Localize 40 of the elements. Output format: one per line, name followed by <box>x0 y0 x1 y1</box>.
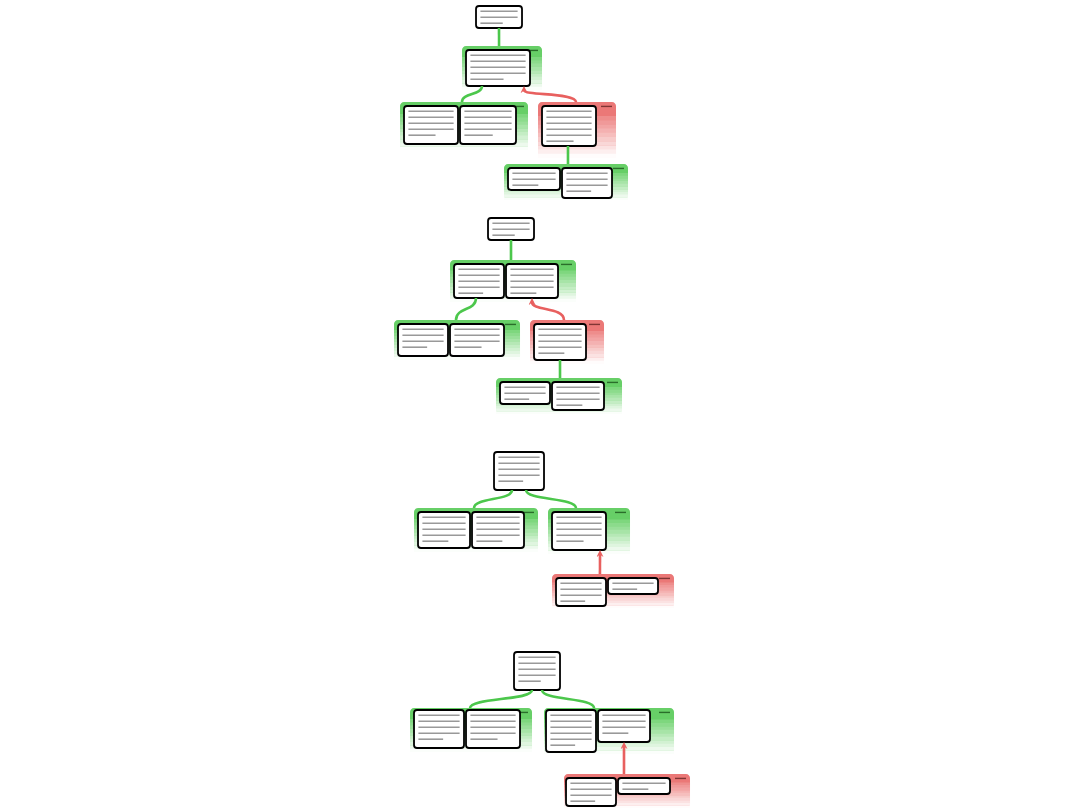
claim-box <box>403 105 459 145</box>
claim-box <box>551 511 607 551</box>
claim-box <box>541 105 597 147</box>
claim-box <box>561 167 613 199</box>
connector-line <box>524 489 578 509</box>
claim-box <box>551 381 605 411</box>
claim-box <box>565 777 617 807</box>
connector-line <box>468 689 534 709</box>
connector-line <box>454 297 478 321</box>
claim-box <box>507 167 561 191</box>
claim-box <box>607 577 659 595</box>
claim-box <box>453 263 505 299</box>
claim-box <box>499 381 551 405</box>
claim-box <box>505 263 559 299</box>
claim-box <box>449 323 505 357</box>
claim-box <box>471 511 525 549</box>
connector-line <box>497 28 501 46</box>
claim-box <box>545 709 597 753</box>
claim-box <box>555 577 607 607</box>
claim-box <box>493 451 545 491</box>
connector-line <box>566 146 570 164</box>
arrow <box>528 298 566 321</box>
connector-line <box>558 360 562 378</box>
claim-box <box>417 511 471 549</box>
claim-box <box>597 709 651 743</box>
claim-box <box>617 777 671 795</box>
claim-box <box>465 709 521 749</box>
claim-box <box>513 651 561 691</box>
claim-box <box>465 49 531 87</box>
connector-line <box>460 85 484 103</box>
arrow <box>520 86 578 103</box>
claim-box <box>533 323 587 361</box>
connector-line <box>540 689 596 709</box>
claim-box <box>413 709 465 749</box>
claim-box <box>487 217 535 241</box>
claim-box <box>397 323 449 357</box>
claim-box <box>459 105 517 145</box>
claim-box <box>475 5 523 29</box>
connector-line <box>472 489 514 509</box>
connector-line <box>509 240 513 260</box>
